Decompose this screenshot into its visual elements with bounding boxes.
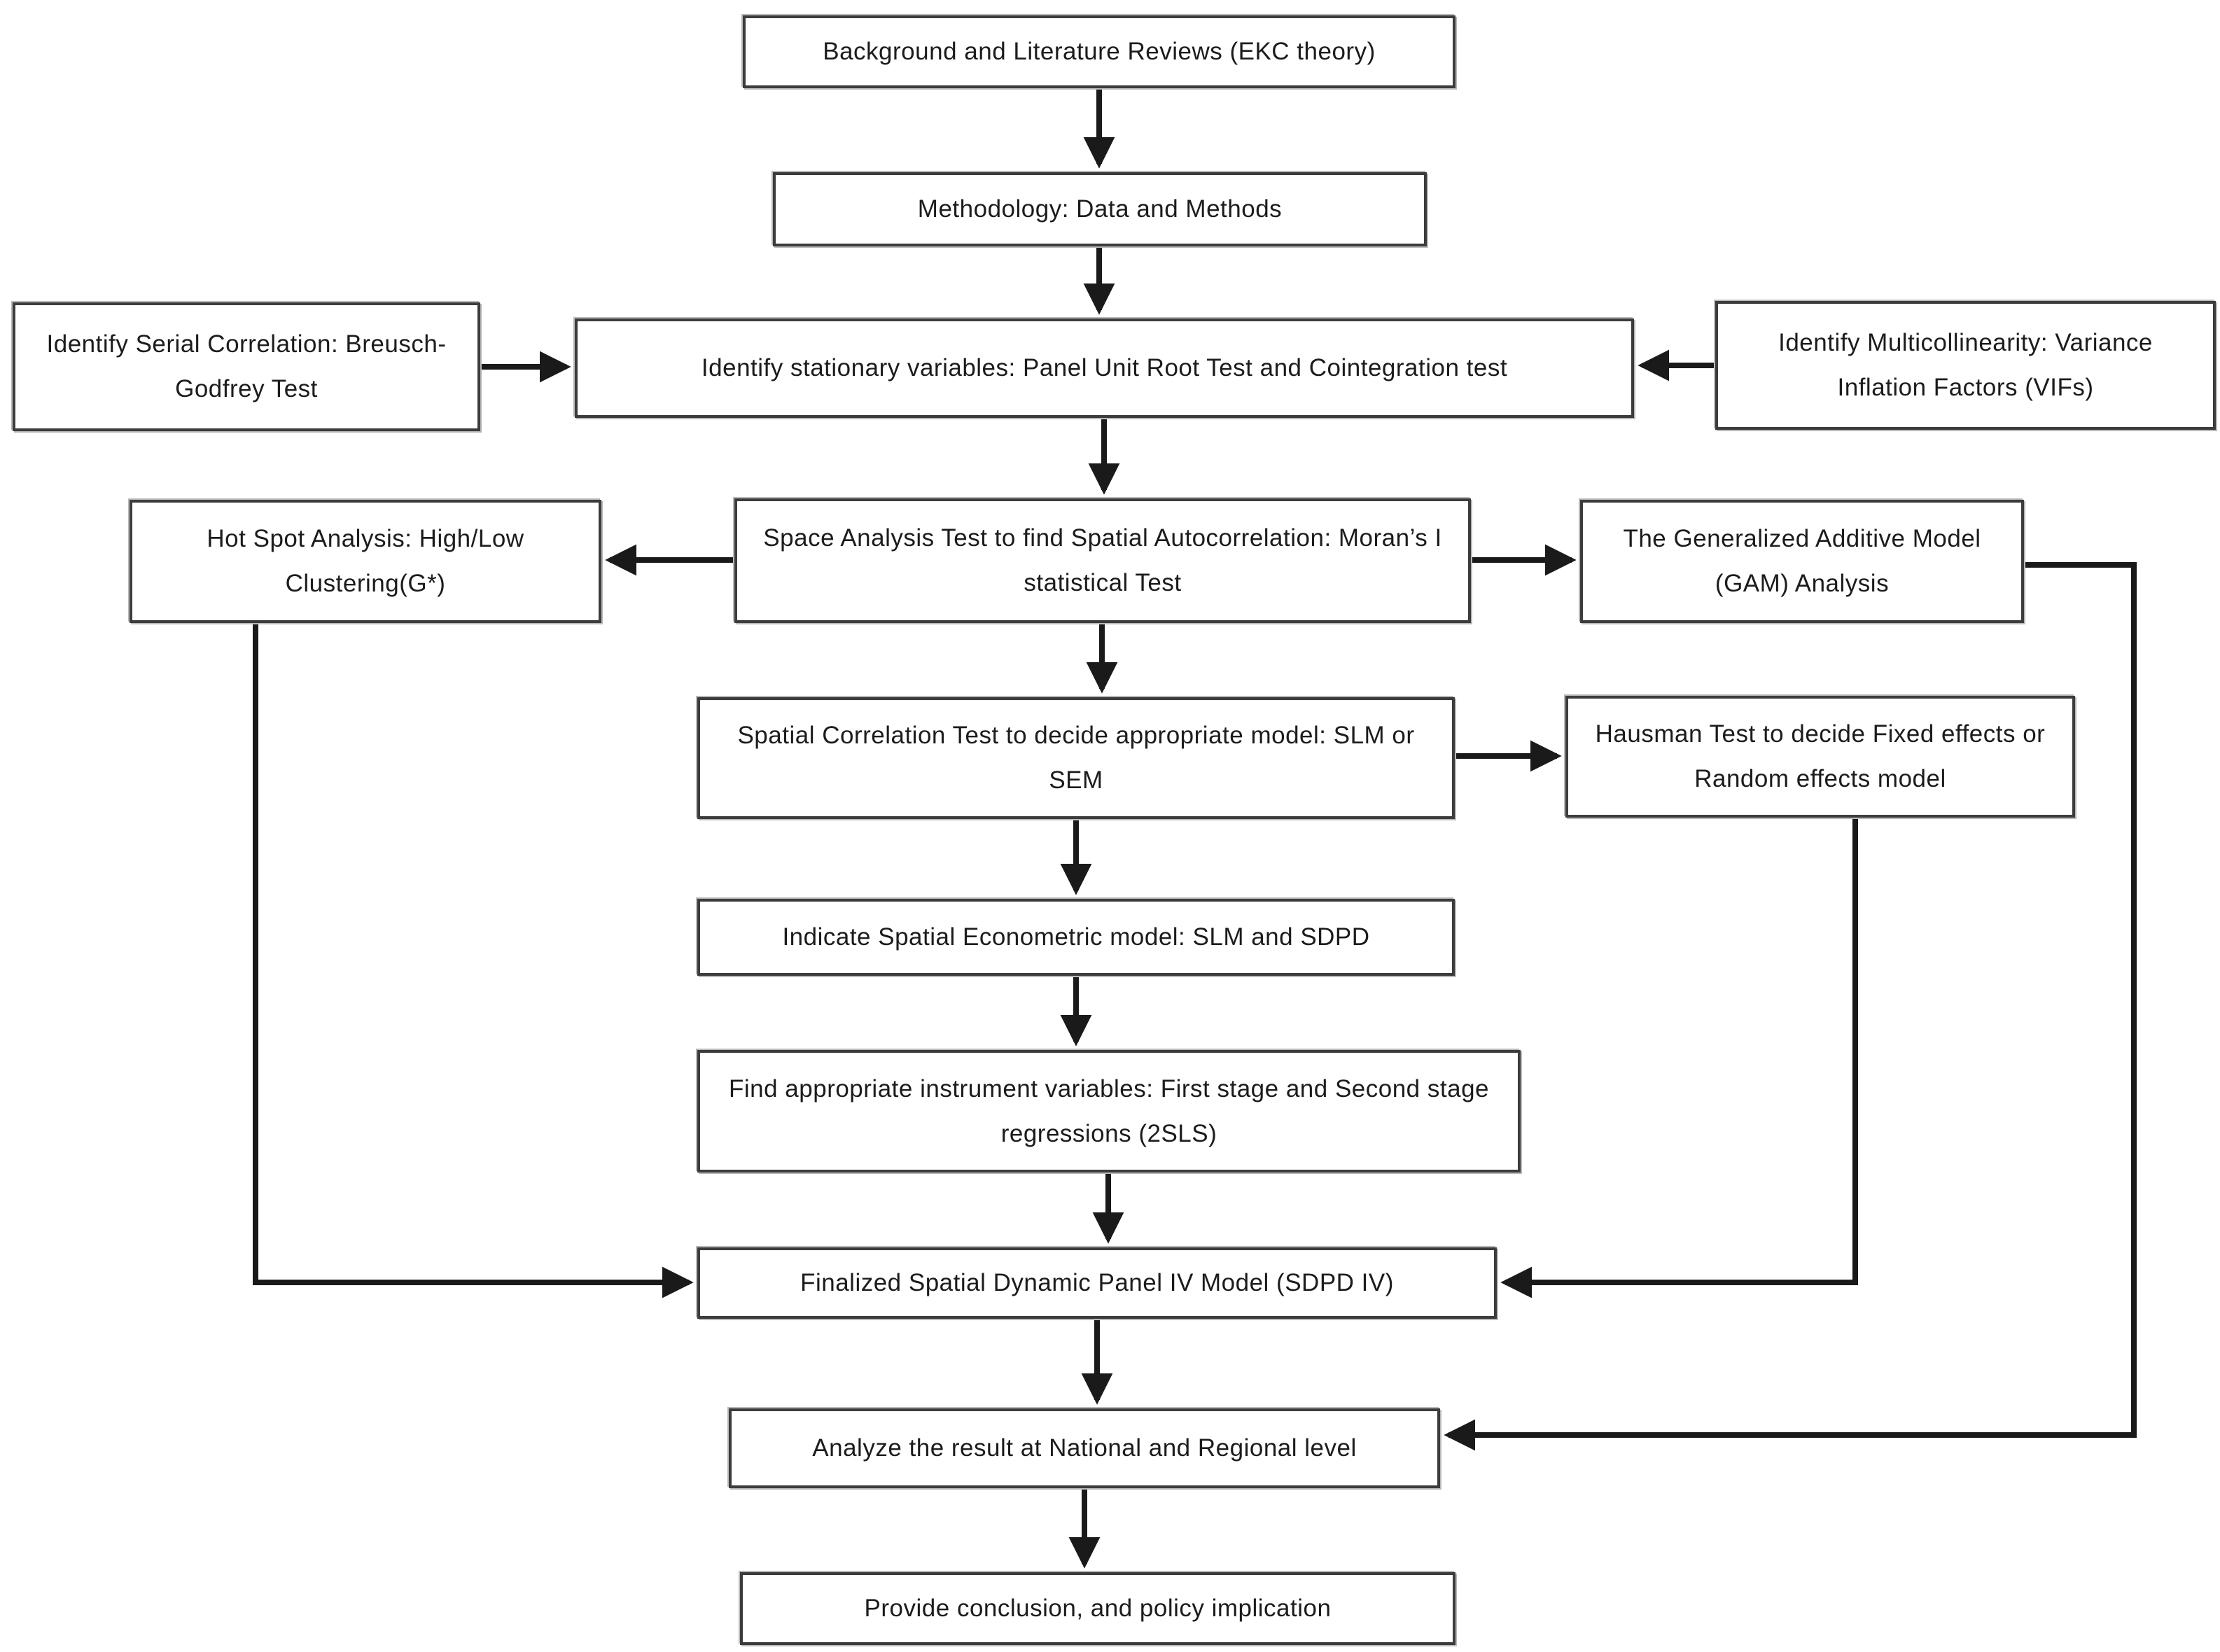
node-multicollinearity: Identify Multicollinearity: Variance Inf…	[1715, 301, 2216, 430]
node-space-analysis: Space Analysis Test to find Spatial Auto…	[734, 498, 1471, 623]
node-finalized-model: Finalized Spatial Dynamic Panel IV Model…	[697, 1247, 1497, 1319]
node-gam: The Generalized Additive Model (GAM) Ana…	[1580, 500, 2024, 623]
node-spatial-correlation: Spatial Correlation Test to decide appro…	[697, 697, 1455, 819]
node-background-literature: Background and Literature Reviews (EKC t…	[743, 15, 1455, 88]
node-serial-correlation: Identify Serial Correlation: Breusch-God…	[13, 302, 480, 431]
node-hot-spot: Hot Spot Analysis: High/Low Clustering(G…	[130, 500, 601, 623]
node-analyze-result: Analyze the result at National and Regio…	[729, 1408, 1440, 1488]
node-methodology: Methodology: Data and Methods	[773, 172, 1427, 246]
arrow-hausman-to-finalized	[1500, 818, 1858, 1298]
arrow-hotspot-to-finalized	[253, 623, 694, 1298]
arrow-gam-to-analyze	[1444, 562, 2137, 1451]
node-instrument-variables: Find appropriate instrument variables: F…	[697, 1050, 1521, 1172]
node-conclusion: Provide conclusion, and policy implicati…	[740, 1572, 1455, 1645]
node-hausman: Hausman Test to decide Fixed effects or …	[1565, 696, 2075, 818]
node-econometric-model: Indicate Spatial Econometric model: SLM …	[697, 899, 1455, 976]
node-stationary-variables: Identify stationary variables: Panel Uni…	[575, 318, 1634, 418]
